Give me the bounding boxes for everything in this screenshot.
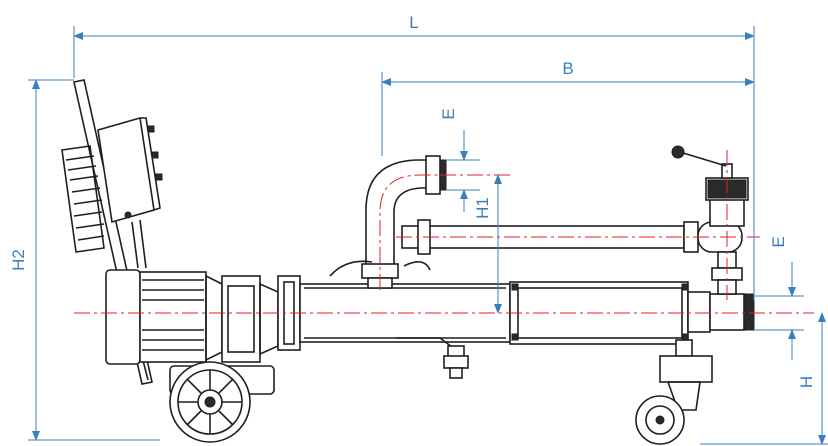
front-caster — [635, 339, 713, 445]
control-box — [97, 116, 163, 224]
label-H1: H1 — [473, 197, 492, 219]
centerlines — [74, 150, 814, 314]
outlet-fitting — [687, 291, 755, 333]
drain-valve — [396, 337, 469, 379]
cable-reel — [61, 145, 147, 269]
label-E-top: E — [439, 108, 458, 119]
rear-wheel — [169, 361, 275, 443]
label-H: H — [797, 376, 816, 388]
bypass-valve — [671, 145, 749, 295]
elbow-centerline — [379, 174, 440, 290]
label-H2: H2 — [9, 249, 28, 271]
label-B: B — [562, 59, 573, 78]
motor — [105, 269, 279, 365]
dimensions: L B H2 H1 E E H — [9, 13, 828, 445]
label-E-right: E — [769, 236, 788, 247]
pump-unit — [61, 79, 755, 445]
label-L: L — [409, 13, 418, 32]
pump-flange — [277, 275, 301, 351]
